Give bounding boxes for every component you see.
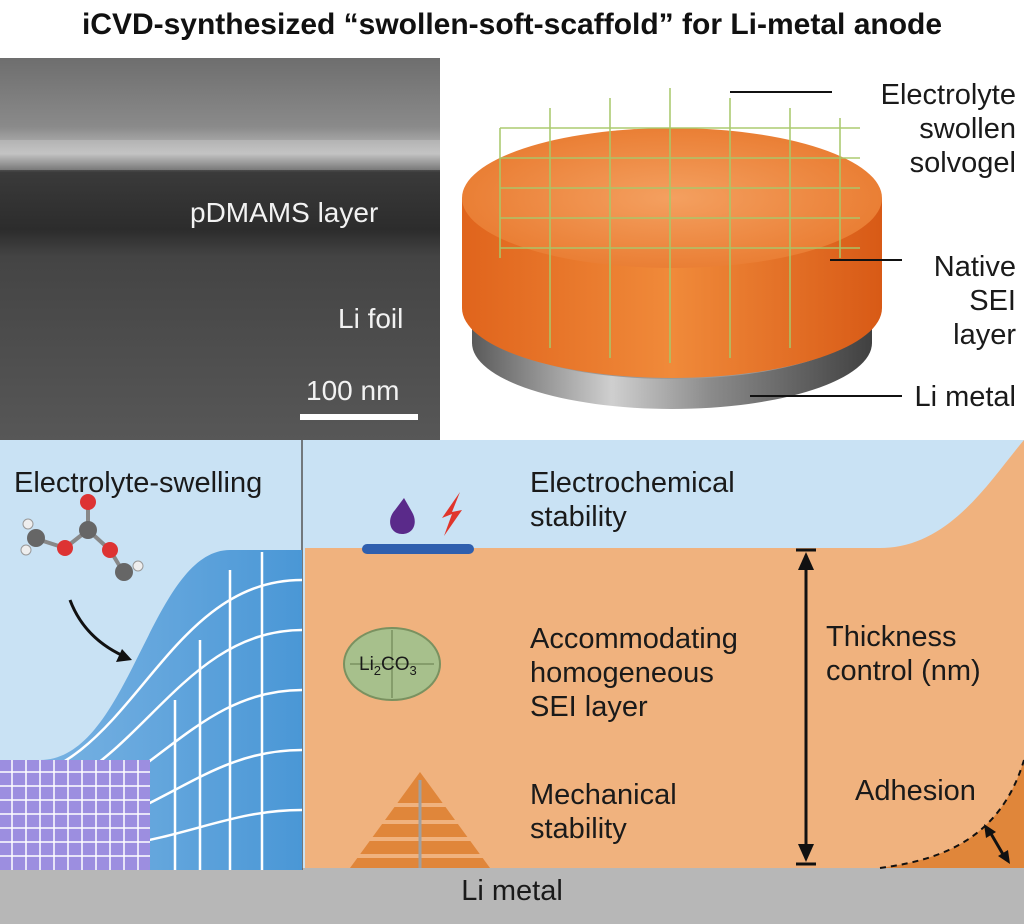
pdmams-layer-label: pDMAMS layer	[190, 197, 379, 228]
sei-line-3: SEI layer	[530, 691, 648, 723]
native-sei-line-3: layer	[953, 319, 1016, 351]
dense-film-grid	[0, 760, 150, 870]
native-sei-label: Native SEI layer	[860, 250, 1016, 352]
solvogel-line-1: Electrolyte	[880, 79, 1016, 111]
li-metal-base-label: Li metal	[461, 875, 563, 907]
solvent-molecule-icon	[20, 494, 144, 581]
adhesion-boundary	[879, 759, 1024, 869]
solvogel-label: Electrolyte swollen solvogel	[820, 78, 1016, 180]
solvogel-line-2: swollen	[919, 113, 1016, 145]
adhesion-arrow-icon	[984, 824, 1010, 864]
li-metal-render-label: Li metal	[914, 381, 1016, 413]
thickness-line-1: Thickness	[826, 621, 957, 653]
homogeneous-sei-label: Accommodating homogeneous SEI layer	[530, 622, 738, 724]
solvogel-line-3: solvogel	[909, 147, 1016, 179]
mechanical-pyramid-icon	[350, 772, 490, 868]
figure-title: iCVD-synthesized “swollen-soft-scaffold”…	[81, 8, 943, 41]
thickness-control-label: Thickness control (nm)	[826, 620, 981, 688]
electrochem-stability-label: Electrochemical stability	[530, 466, 735, 534]
mechanical-stability-label: Mechanical stability	[530, 778, 677, 846]
thickness-line-2: control (nm)	[826, 655, 981, 687]
lightning-icon	[442, 492, 462, 536]
electrolyte-drop-icon	[390, 498, 415, 534]
adhesion-label: Adhesion	[855, 775, 976, 807]
adhesion-region	[880, 760, 1024, 868]
mech-line-2: stability	[530, 813, 627, 845]
electrochem-line-2: stability	[530, 501, 627, 533]
anode-3d-render	[462, 88, 902, 409]
sem-micrograph	[0, 58, 440, 440]
thickness-arrow	[796, 548, 816, 866]
li2co3-particle	[343, 627, 441, 701]
scale-bar	[300, 414, 418, 420]
sei-line-1: Accommodating	[530, 623, 738, 655]
li-foil-label: Li foil	[338, 303, 404, 334]
sei-line-2: homogeneous	[530, 657, 714, 689]
scale-bar-label: 100 nm	[306, 375, 400, 406]
native-sei-line-1: Native	[933, 251, 1016, 283]
scaffold-schematic	[0, 440, 1024, 924]
electrolyte-swelling-label: Electrolyte-swelling	[14, 467, 263, 499]
electrode-bar	[362, 544, 474, 554]
electrochem-line-1: Electrochemical	[530, 467, 735, 499]
native-sei-line-2: SEI	[969, 285, 1016, 317]
li2co3-label: Li2CO3	[359, 654, 417, 678]
mech-line-1: Mechanical	[530, 779, 677, 811]
